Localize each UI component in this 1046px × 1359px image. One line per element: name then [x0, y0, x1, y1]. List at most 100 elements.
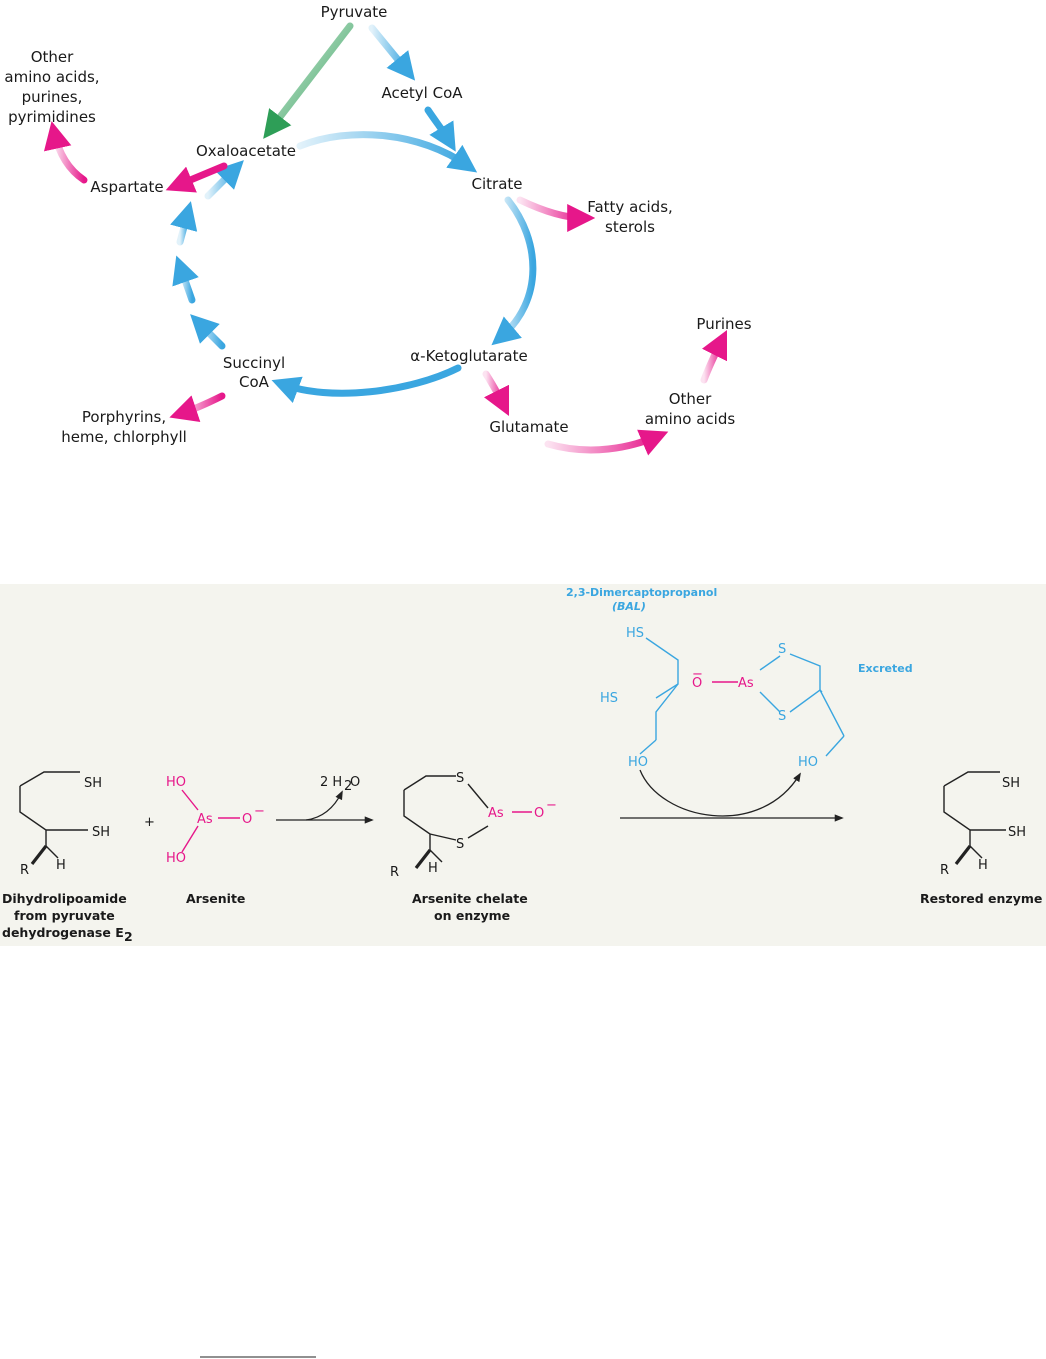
svg-text:pyrimidines: pyrimidines [8, 108, 96, 126]
arrow-succinyl-porphyrins [169, 392, 226, 422]
cycle-diagram: Pyruvate Acetyl CoA Oxaloacetate Citrate… [4, 3, 752, 456]
caption-arsenite-chelate: Arsenite chelate on enzyme [412, 891, 528, 923]
label-fatty-acids-sterols: Fatty acids, sterols [587, 198, 673, 236]
label-acetyl-coa: Acetyl CoA [381, 84, 463, 102]
svg-text:on enzyme: on enzyme [434, 908, 510, 923]
cycle-arrows [43, 22, 728, 456]
restored-sh-bottom: SH [1008, 825, 1026, 840]
chelate-o: O [534, 806, 544, 821]
label-citrate: Citrate [472, 175, 523, 193]
chelate-s-bottom: S [456, 837, 464, 852]
arsenite-minus: − [254, 804, 265, 819]
restored-sh-top: SH [1002, 776, 1020, 791]
arrow-succinyl-up3 [170, 201, 198, 246]
label-aspartate: Aspartate [90, 178, 163, 196]
arrow-otheraa-purines [700, 329, 728, 384]
complex-minus: − [692, 667, 703, 682]
arsenite-as: As [197, 812, 213, 827]
complex-o: O [692, 676, 702, 691]
caption-restored-enzyme: Restored enzyme [920, 891, 1042, 906]
svg-text:sterols: sterols [605, 218, 655, 236]
arrow-succinyl-up1 [190, 314, 226, 350]
svg-text:O: O [350, 775, 360, 790]
chelate-r: R [390, 865, 399, 880]
complex-s-bottom: S [778, 709, 786, 724]
restored-r: R [940, 863, 949, 878]
label-pyruvate: Pyruvate [321, 3, 388, 21]
arrow-glutamate-otheraa [544, 429, 669, 456]
svg-text:2 H: 2 H [320, 775, 342, 790]
molecule-dihydrolipoamide [19, 771, 88, 865]
arrow-citrate-fattyacids [516, 196, 596, 232]
svg-text:2: 2 [344, 779, 352, 794]
chelate-s-top: S [456, 771, 464, 786]
svg-text:Fatty acids,: Fatty acids, [587, 198, 673, 216]
dhl-r: R [20, 863, 29, 878]
label-purines: Purines [696, 315, 751, 333]
svg-text:amino acids: amino acids [645, 410, 736, 428]
arrow-acetylcoa-citrate [424, 106, 456, 152]
molecule-arsenite [181, 789, 240, 853]
label-oxaloacetate: Oxaloacetate [196, 142, 296, 160]
arrow-pyruvate-acetylcoa [368, 24, 416, 81]
svg-text:Other: Other [669, 390, 712, 408]
chelate-as: As [488, 806, 504, 821]
arrow-pyruvate-oxaloacetate [263, 22, 354, 139]
chelate-h: H [428, 861, 438, 876]
svg-text:Dihydrolipoamide: Dihydrolipoamide [2, 891, 127, 906]
label-alpha-ketoglutarate: α-Ketoglutarate [410, 347, 527, 365]
arsenite-ho-bottom: HO [166, 851, 186, 866]
arrow-oxaloacetate-citrate [296, 131, 478, 173]
svg-text:2,3-Dimercaptopropanol: 2,3-Dimercaptopropanol [566, 586, 717, 599]
svg-text:Porphyrins,: Porphyrins, [82, 408, 166, 426]
label-other-amino-acids: Other amino acids [645, 390, 736, 428]
arrow-citrate-akg [491, 196, 537, 346]
label-succinyl-line2: CoA [239, 373, 270, 391]
caption-arsenite: Arsenite [186, 891, 245, 906]
chelate-minus: − [546, 798, 557, 813]
svg-text:from pyruvate: from pyruvate [14, 908, 115, 923]
label-excreted: Excreted [858, 662, 913, 675]
arrow-succinyl-up4 [204, 160, 244, 200]
complex-s-top: S [778, 642, 786, 657]
arrow-akg-succinylcoa [271, 364, 462, 403]
svg-text:Other: Other [31, 48, 74, 66]
svg-text:dehydrogenase E: dehydrogenase E [2, 925, 124, 940]
arrow-succinyl-up2 [172, 255, 199, 304]
caption-dihydrolipoamide: Dihydrolipoamide from pyruvate dehydroge… [2, 891, 133, 944]
caption-bal: 2,3-Dimercaptopropanol (BAL) [566, 586, 717, 613]
svg-text:heme, chlorphyll: heme, chlorphyll [61, 428, 187, 446]
label-porphyrins-heme-chlorphyll: Porphyrins, heme, chlorphyll [61, 408, 187, 446]
molecule-restored-enzyme [943, 771, 1006, 865]
label-water: 2 H 2 O [320, 775, 360, 794]
plus-sign: + [144, 815, 155, 830]
complex-ho: HO [798, 755, 818, 770]
reaction-panel-background [0, 584, 1046, 946]
arrow-akg-glutamate [482, 370, 510, 417]
complex-as: As [738, 676, 754, 691]
svg-text:purines,: purines, [22, 88, 83, 106]
svg-text:(BAL): (BAL) [612, 600, 646, 613]
arsenite-o: O [242, 812, 252, 827]
reaction-panel: SH SH H R Dihydrolipoamide from pyruvate… [0, 584, 1046, 946]
molecule-bal [639, 637, 679, 755]
arrow-reaction-2 [620, 769, 844, 822]
bal-ho: HO [628, 755, 648, 770]
dhl-h: H [56, 858, 66, 873]
label-succinyl-line1: Succinyl [223, 354, 285, 372]
svg-text:Arsenite chelate: Arsenite chelate [412, 891, 528, 906]
svg-text:2: 2 [124, 929, 133, 944]
bal-hs-top-label: HS [626, 626, 644, 641]
arrow-aspartate-otheraa [43, 121, 88, 184]
arrow-reaction-1 [276, 790, 374, 824]
arrow-oxaloacetate-aspartate [165, 162, 228, 193]
restored-h: H [978, 858, 988, 873]
label-glutamate: Glutamate [489, 418, 568, 436]
molecule-arsenite-chelate [403, 775, 489, 869]
bal-hs-middle-label: HS [600, 691, 618, 706]
molecule-excreted-complex [759, 653, 845, 757]
arsenite-ho-top: HO [166, 775, 186, 790]
svg-text:amino acids,: amino acids, [4, 68, 99, 86]
label-other-aa-purines-pyrimidines: Other amino acids, purines, pyrimidines [4, 48, 99, 126]
